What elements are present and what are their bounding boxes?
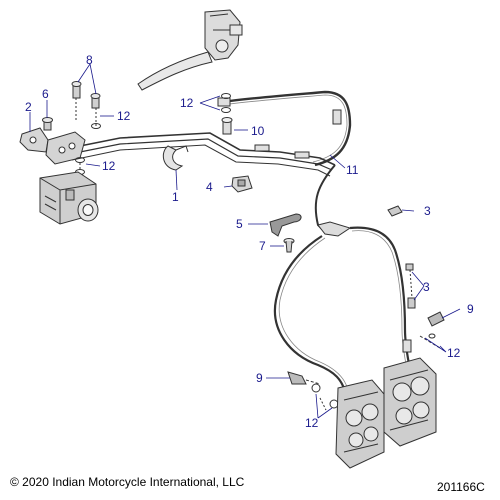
callout-1: 1 xyxy=(172,190,179,204)
callout-3-upper: 3 xyxy=(424,204,431,218)
callout-12-junction: 12 xyxy=(102,159,116,173)
callout-12-bracket: 12 xyxy=(117,109,131,123)
brake-master-cylinder xyxy=(204,9,243,61)
junction-block xyxy=(45,131,86,165)
brake-lever xyxy=(137,51,213,91)
callout-3-lower: 3 xyxy=(423,280,430,294)
brake-caliper-left xyxy=(335,379,385,469)
callout-5: 5 xyxy=(236,217,243,231)
brake-hose-left-caliper xyxy=(273,235,349,393)
callout-6: 6 xyxy=(42,87,49,101)
fitting-3-lower xyxy=(405,263,416,309)
callout-10: 10 xyxy=(251,124,265,138)
bolts-8 xyxy=(71,81,101,128)
bolt-6 xyxy=(42,117,53,131)
brake-caliper-right xyxy=(383,357,437,447)
callout-9-left: 9 xyxy=(256,371,263,385)
fitting-3-upper xyxy=(387,205,403,217)
brake-hose-splitter xyxy=(317,221,352,237)
brake-hose-upper xyxy=(217,90,352,167)
callout-12-right: 12 xyxy=(447,346,461,360)
callout-7: 7 xyxy=(259,239,266,253)
mounting-bracket-2 xyxy=(19,127,49,153)
callout-4: 4 xyxy=(206,180,213,194)
hose-clip-1 xyxy=(162,145,189,171)
figure-id: 201166C xyxy=(437,480,485,494)
leader-lines xyxy=(29,63,461,419)
grommet-5 xyxy=(269,213,302,237)
brake-hose-right-caliper xyxy=(349,226,412,371)
banjo-bolt-10 xyxy=(221,117,233,135)
callout-8: 8 xyxy=(86,53,93,67)
washers-12-master xyxy=(221,93,231,113)
callout-9-right: 9 xyxy=(467,302,474,316)
abs-module xyxy=(39,171,99,225)
callout-12-master: 12 xyxy=(180,96,194,110)
copyright-notice: © 2020 Indian Motorcycle International, … xyxy=(10,475,245,489)
brake-hard-lines xyxy=(69,132,336,233)
callout-12-left: 12 xyxy=(305,416,319,430)
callout-2: 2 xyxy=(25,100,32,114)
callout-11: 11 xyxy=(346,163,359,177)
screw-7 xyxy=(283,238,295,253)
bleeder-9-left xyxy=(287,371,321,385)
bleeder-9-right xyxy=(419,311,445,349)
clamp-4 xyxy=(231,175,253,193)
